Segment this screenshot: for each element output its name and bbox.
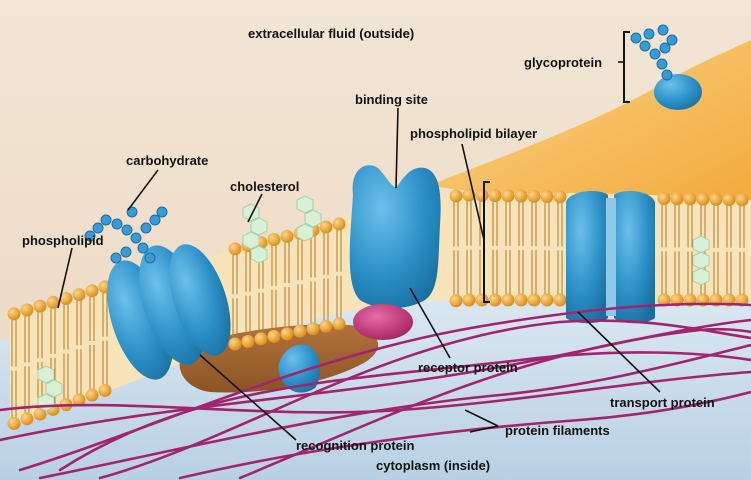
label-glycoprotein: glycoprotein xyxy=(524,55,602,70)
label-cytoplasm: cytoplasm (inside) xyxy=(376,458,490,473)
transport-protein-shape xyxy=(566,191,655,323)
label-cholesterol: cholesterol xyxy=(230,179,299,194)
label-carbohydrate: carbohydrate xyxy=(126,153,208,168)
label-transport-protein: transport protein xyxy=(610,395,715,410)
label-receptor-protein: receptor protein xyxy=(418,360,518,375)
label-phospholipid-bilayer: phospholipid bilayer xyxy=(410,126,537,141)
label-protein-filaments: protein filaments xyxy=(505,423,610,438)
label-binding-site: binding site xyxy=(355,92,428,107)
label-recognition-protein: recognition protein xyxy=(296,438,414,453)
label-phospholipid: phospholipid xyxy=(22,233,104,248)
label-extracellular-fluid: extracellular fluid (outside) xyxy=(248,26,414,41)
